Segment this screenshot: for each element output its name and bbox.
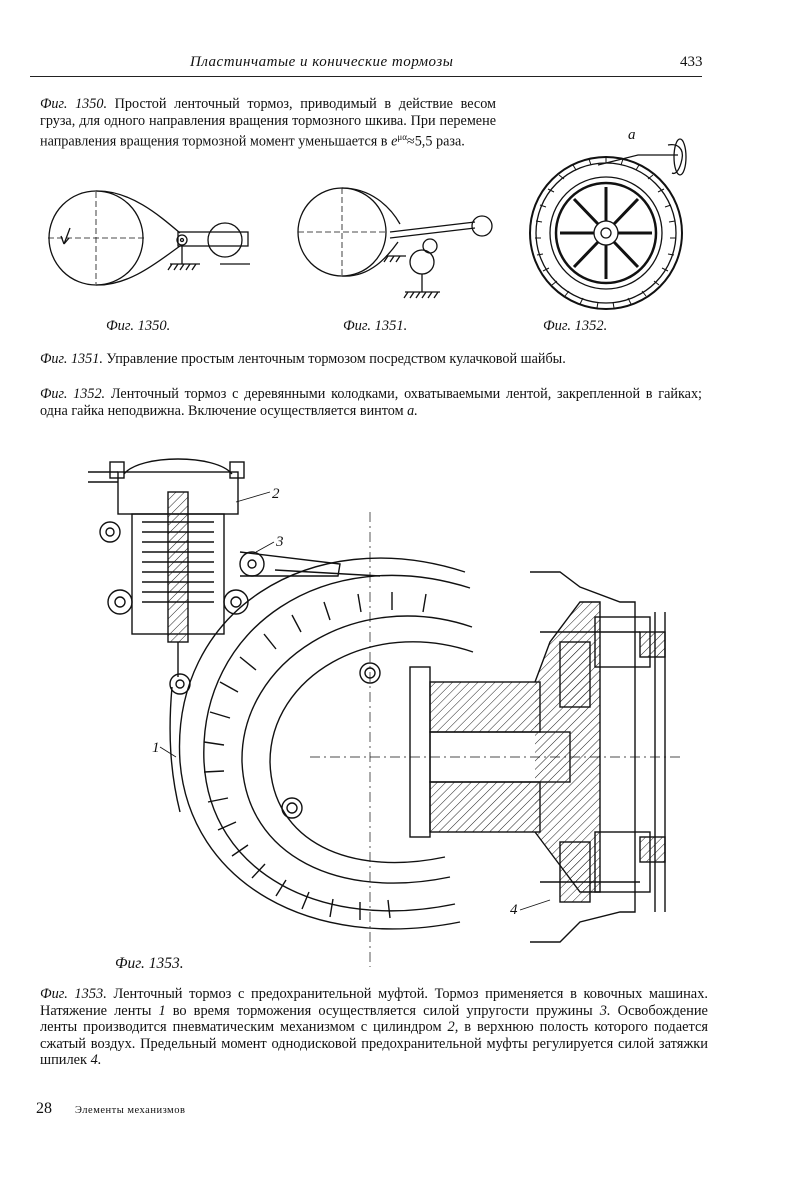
figure-1352-drawing: a	[529, 127, 687, 310]
figure-1353-drawing: 2 3 1 4	[88, 458, 680, 967]
caption-fig1352-var: a.	[407, 402, 418, 419]
caption-fig1351-label: Фиг. 1351.	[40, 351, 103, 367]
caption-label-fig1350: Фиг. 1350.	[106, 318, 171, 334]
caption-fig1352-text: Ленточный тормоз с деревянными колодками…	[40, 386, 702, 419]
caption-label-fig1353: Фиг. 1353.	[115, 955, 184, 972]
caption-fig1351: Фиг. 1351. Управление простым ленточным …	[40, 351, 702, 368]
caption-fig1353-n1: 1	[158, 1002, 166, 1019]
page-number: 433	[680, 54, 703, 70]
caption-fig1353-n4: 4.	[90, 1052, 102, 1068]
fig1352-marker-a: a	[628, 127, 636, 143]
caption-fig1353-text-c: Освобождение ленты производится пневмати…	[40, 1002, 708, 1036]
caption-fig1350-tail: ≈5,5 раза.	[406, 133, 465, 150]
footer-text: Элементы механизмов	[75, 1105, 186, 1116]
caption-fig1353: Фиг. 1353. Ленточный тормоз с предохрани…	[40, 986, 708, 1069]
footer-sheet-number: 28	[36, 1100, 52, 1117]
fig1353-label-1: 1	[152, 740, 160, 756]
caption-fig1353-text-a: Ленточный тормоз с предохранительной муф…	[40, 986, 708, 1019]
figure-1350-drawing	[48, 190, 250, 286]
caption-fig1353-text-d: в верхнюю полость которого подается сжат…	[40, 1019, 708, 1068]
running-header-title: Пластинчатые и конические тормозы	[190, 54, 454, 70]
caption-fig1350-label: Фиг. 1350.	[40, 96, 107, 112]
caption-fig1350-formula: e	[391, 133, 398, 150]
caption-label-fig1351: Фиг. 1351.	[343, 318, 408, 334]
caption-fig1351-text: Управление простым ленточным тормозом по…	[106, 351, 566, 367]
caption-fig1350-text: Простой ленточный тормоз, приводимый в д…	[40, 96, 496, 150]
caption-fig1353-n2: 2,	[447, 1019, 459, 1035]
caption-fig1350-exponent: μα	[397, 132, 407, 142]
figure-1351-drawing	[297, 187, 493, 299]
header-rule	[30, 76, 702, 77]
fig1353-label-3: 3	[275, 534, 284, 550]
caption-label-fig1352: Фиг. 1352.	[543, 318, 608, 334]
fig1353-label-4: 4	[510, 902, 518, 918]
fig1353-label-2: 2	[272, 486, 280, 502]
caption-fig1352-label: Фиг. 1352.	[40, 386, 106, 402]
caption-fig1353-n3: 3.	[599, 1002, 611, 1019]
caption-fig1353-label: Фиг. 1353.	[40, 986, 107, 1002]
caption-fig1352: Фиг. 1352. Ленточный тормоз с деревянным…	[40, 386, 702, 419]
caption-fig1350: Фиг. 1350. Простой ленточный тормоз, при…	[40, 96, 496, 150]
caption-fig1353-text-b: во время торможения осуществляется силой…	[172, 1002, 593, 1019]
